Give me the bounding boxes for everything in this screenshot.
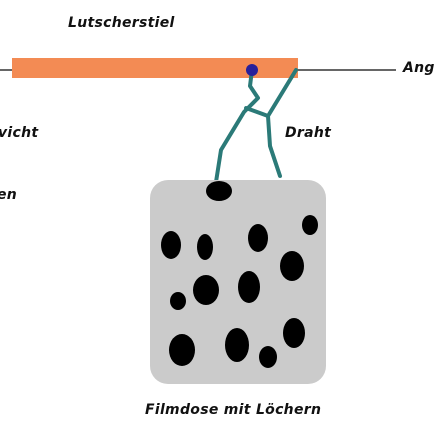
hole	[283, 318, 305, 348]
label-weight: vicht	[0, 125, 39, 141]
knot	[246, 64, 258, 76]
label-film-canister: Filmdose mit Löchern	[145, 402, 321, 418]
wire-left-strand	[214, 68, 260, 184]
hole	[193, 275, 219, 305]
hole	[197, 234, 213, 260]
hole	[248, 224, 268, 252]
hole	[225, 328, 249, 362]
wire-right-strand	[266, 68, 298, 178]
hole	[280, 251, 304, 281]
film-canister	[150, 180, 326, 384]
wire	[214, 68, 298, 184]
hole	[169, 334, 195, 366]
hole	[170, 292, 186, 310]
label-lower-left: en	[0, 187, 17, 203]
hole	[302, 215, 318, 235]
holes	[161, 181, 318, 368]
label-rod: Ang	[402, 60, 435, 76]
wire-cross-bar	[244, 106, 270, 118]
lollipop-stick	[12, 58, 298, 78]
hole	[259, 346, 277, 368]
hole	[161, 231, 181, 259]
label-wire: Draht	[285, 125, 332, 141]
hole	[238, 271, 260, 303]
label-lollipop-stick: Lutscherstiel	[68, 15, 175, 31]
hole	[206, 181, 232, 201]
